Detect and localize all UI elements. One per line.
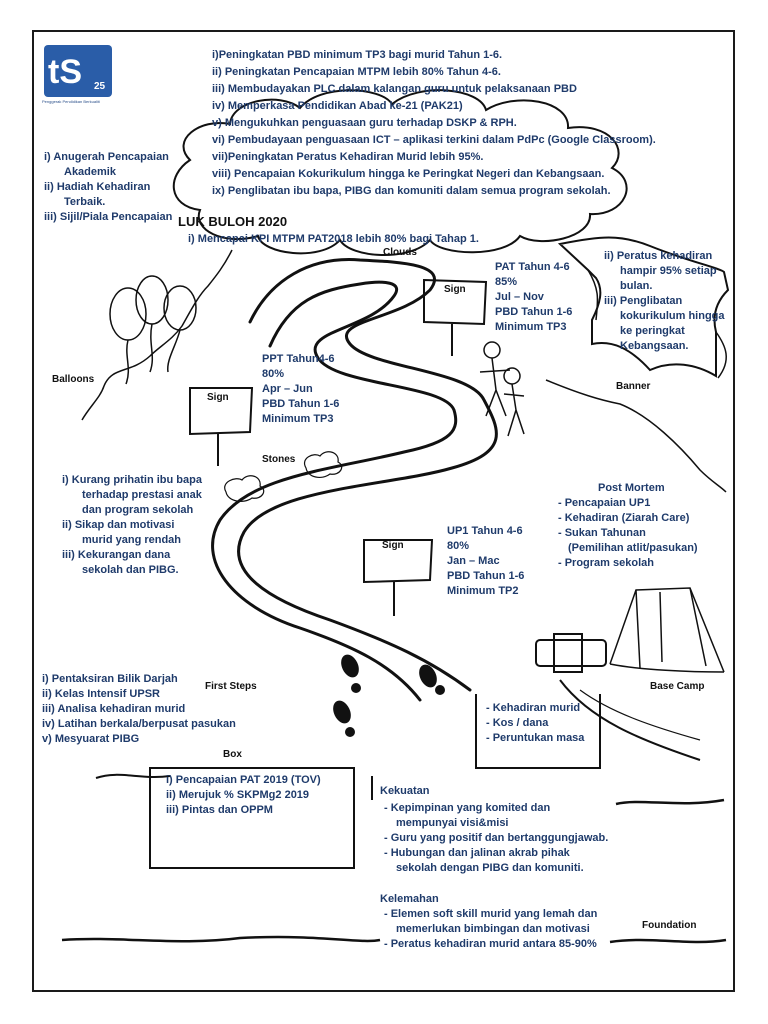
cloud-goal-item: vii)Peningkatan Peratus Kehadiran Murid … — [212, 150, 656, 165]
postmortem-item: - Program sekolah — [558, 556, 698, 571]
logo-icon: tS 25 — [42, 43, 114, 99]
postmortem-list: - Pencapaian UP1 - Kehadiran (Ziarah Car… — [558, 496, 698, 571]
postmortem-item: - Pencapaian UP1 — [558, 496, 698, 511]
svg-text:tS: tS — [48, 53, 82, 91]
banner-item: iii) Penglibatan kokurikulum hingga ke p… — [604, 294, 734, 354]
box-label: Box — [223, 749, 242, 760]
postmortem-title: Post Mortem — [598, 481, 665, 496]
stones-list: i) Kurang prihatin ibu bapa terhadap pre… — [62, 473, 202, 578]
cloud-title: LUK BULOH 2020 — [178, 214, 287, 229]
banner-label: Banner — [616, 381, 650, 392]
firststeps-list: i) Pentaksiran Bilik Darjah ii) Kelas In… — [42, 672, 236, 747]
banner-list: ii) Peratus kehadiran hampir 95% setiap … — [604, 249, 734, 354]
firststep-item: ii) Kelas Intensif UPSR — [42, 687, 236, 702]
kekuatan-item: - Guru yang positif dan bertanggungjawab… — [380, 831, 612, 846]
svg-text:25: 25 — [94, 81, 106, 92]
stick-figure — [480, 342, 524, 436]
stone-item: ii) Sikap dan motivasi murid yang rendah — [62, 518, 202, 548]
sign-low-drawing — [364, 540, 432, 616]
kelemahan-title: Kelemahan — [380, 892, 612, 907]
stones-label: Stones — [262, 454, 295, 465]
sign-mid-line: Apr – Jun — [262, 382, 339, 397]
school-logo: tS 25 Penggerak Pendidikan Berkualiti — [42, 43, 114, 113]
banner-item: ii) Peratus kehadiran hampir 95% setiap … — [604, 249, 734, 294]
sign-top-label: Sign — [444, 284, 466, 295]
winding-road — [213, 260, 497, 700]
tent-list-item: - Peruntukan masa — [486, 731, 584, 746]
mountain-right — [546, 380, 726, 492]
firststep-item: i) Pentaksiran Bilik Darjah — [42, 672, 236, 687]
foundation-label: Foundation — [642, 920, 696, 931]
cloud-goal-item: ii) Peningkatan Pencapaian MTPM lebih 80… — [212, 65, 656, 80]
case-drawing — [536, 634, 606, 672]
sign-top-line: Jul – Nov — [495, 290, 572, 305]
postmortem-title-text: Post Mortem — [598, 481, 665, 496]
cloud-goals-list: i)Peningkatan PBD minimum TP3 bagi murid… — [212, 48, 656, 199]
kekuatan-item: - Kepimpinan yang komited dan mempunyai … — [380, 801, 612, 831]
postmortem-item: (Pemilihan atlit/pasukan) — [558, 541, 698, 556]
stone-item: i) Kurang prihatin ibu bapa terhadap pre… — [62, 473, 202, 518]
kelemahan-item: - Elemen soft skill murid yang lemah dan… — [380, 907, 612, 937]
footprints — [330, 652, 445, 737]
sign-low-line: PBD Tahun 1-6 — [447, 569, 524, 584]
sign-top-line: PBD Tahun 1-6 — [495, 305, 572, 320]
box-item: i) Pencapaian PAT 2019 (TOV) — [166, 773, 321, 788]
sign-mid-line: 80% — [262, 367, 339, 382]
cloud-kpi-text: i) Mencapai KPI MTPM PAT2018 lebih 80% b… — [188, 232, 479, 247]
sign-mid-label: Sign — [207, 392, 229, 403]
foundation-line — [62, 937, 380, 941]
tent-drawing — [610, 588, 724, 672]
cloud-goal-item: iv) Memperkasa Pendidikan Abad ke-21 (PA… — [212, 99, 656, 114]
kelemahan-item: - Peratus kehadiran murid antara 85-90% — [380, 937, 612, 952]
balloon-item: ii) Hadiah Kehadiran Terbaik. — [44, 180, 174, 210]
sign-mid-line: Minimum TP3 — [262, 412, 339, 427]
swot-section: Kekuatan - Kepimpinan yang komited dan m… — [380, 784, 612, 952]
balloons-label: Balloons — [52, 374, 94, 385]
kekuatan-item: - Hubungan dan jalinan akrab pihak sekol… — [380, 846, 612, 876]
tent-list: - Kehadiran murid - Kos / dana - Peruntu… — [486, 701, 584, 746]
sign-top-text: PAT Tahun 4-6 85% Jul – Nov PBD Tahun 1-… — [495, 260, 572, 335]
cloud-goal-item: ix) Penglibatan ibu bapa, PIBG dan komun… — [212, 184, 656, 199]
balloons-drawing — [110, 276, 196, 384]
postmortem-item: - Kehadiran (Ziarah Care) — [558, 511, 698, 526]
foundation-line-right — [610, 940, 726, 942]
firststep-item: iv) Latihan berkala/berpusat pasukan — [42, 717, 236, 732]
balloon-item: i) Anugerah Pencapaian Akademik — [44, 150, 174, 180]
sign-top-line: PAT Tahun 4-6 — [495, 260, 572, 275]
sign-low-text: UP1 Tahun 4-6 80% Jan – Mac PBD Tahun 1-… — [447, 524, 524, 599]
balloons-list: i) Anugerah Pencapaian Akademik ii) Hadi… — [44, 150, 174, 225]
logo-tagline: Penggerak Pendidikan Berkualiti — [42, 99, 100, 104]
ground-line-right — [616, 800, 724, 804]
cloud-kpi: i) Mencapai KPI MTPM PAT2018 lebih 80% b… — [188, 232, 479, 247]
sign-low-line: UP1 Tahun 4-6 — [447, 524, 524, 539]
sign-low-line: Minimum TP2 — [447, 584, 524, 599]
sign-low-label: Sign — [382, 540, 404, 551]
sign-low-line: 80% — [447, 539, 524, 554]
postmortem-item: - Sukan Tahunan — [558, 526, 698, 541]
kekuatan-title: Kekuatan — [380, 784, 612, 799]
sign-top-line: 85% — [495, 275, 572, 290]
basecamp-label: Base Camp — [650, 681, 704, 692]
box-item: ii) Merujuk % SKPMg2 2019 — [166, 788, 321, 803]
cloud-goal-item: v) Mengukuhkan penguasaan guru terhadap … — [212, 116, 656, 131]
firststep-item: iii) Analisa kehadiran murid — [42, 702, 236, 717]
balloon-item: iii) Sijil/Piala Pencapaian — [44, 210, 174, 225]
tent-list-item: - Kos / dana — [486, 716, 584, 731]
sign-mid-text: PPT Tahun4-6 80% Apr – Jun PBD Tahun 1-6… — [262, 352, 339, 427]
clouds-label: Clouds — [383, 247, 417, 258]
tent-list-item: - Kehadiran murid — [486, 701, 584, 716]
cloud-goal-item: vi) Pembudayaan penguasaan ICT – aplikas… — [212, 133, 656, 148]
box-item: iii) Pintas dan OPPM — [166, 803, 321, 818]
cloud-goal-item: iii) Membudayakan PLC dalam kalangan gur… — [212, 82, 656, 97]
sign-top-line: Minimum TP3 — [495, 320, 572, 335]
cloud-goal-item: viii) Pencapaian Kokurikulum hingga ke P… — [212, 167, 656, 182]
sign-low-line: Jan – Mac — [447, 554, 524, 569]
sign-mid-line: PBD Tahun 1-6 — [262, 397, 339, 412]
ground-line-top — [96, 775, 170, 778]
cloud-goal-item: i)Peningkatan PBD minimum TP3 bagi murid… — [212, 48, 656, 63]
stone-item: iii) Kekurangan dana sekolah dan PIBG. — [62, 548, 202, 578]
firststep-item: v) Mesyuarat PIBG — [42, 732, 236, 747]
box-list: i) Pencapaian PAT 2019 (TOV) ii) Merujuk… — [166, 773, 321, 818]
sign-mid-line: PPT Tahun4-6 — [262, 352, 339, 367]
